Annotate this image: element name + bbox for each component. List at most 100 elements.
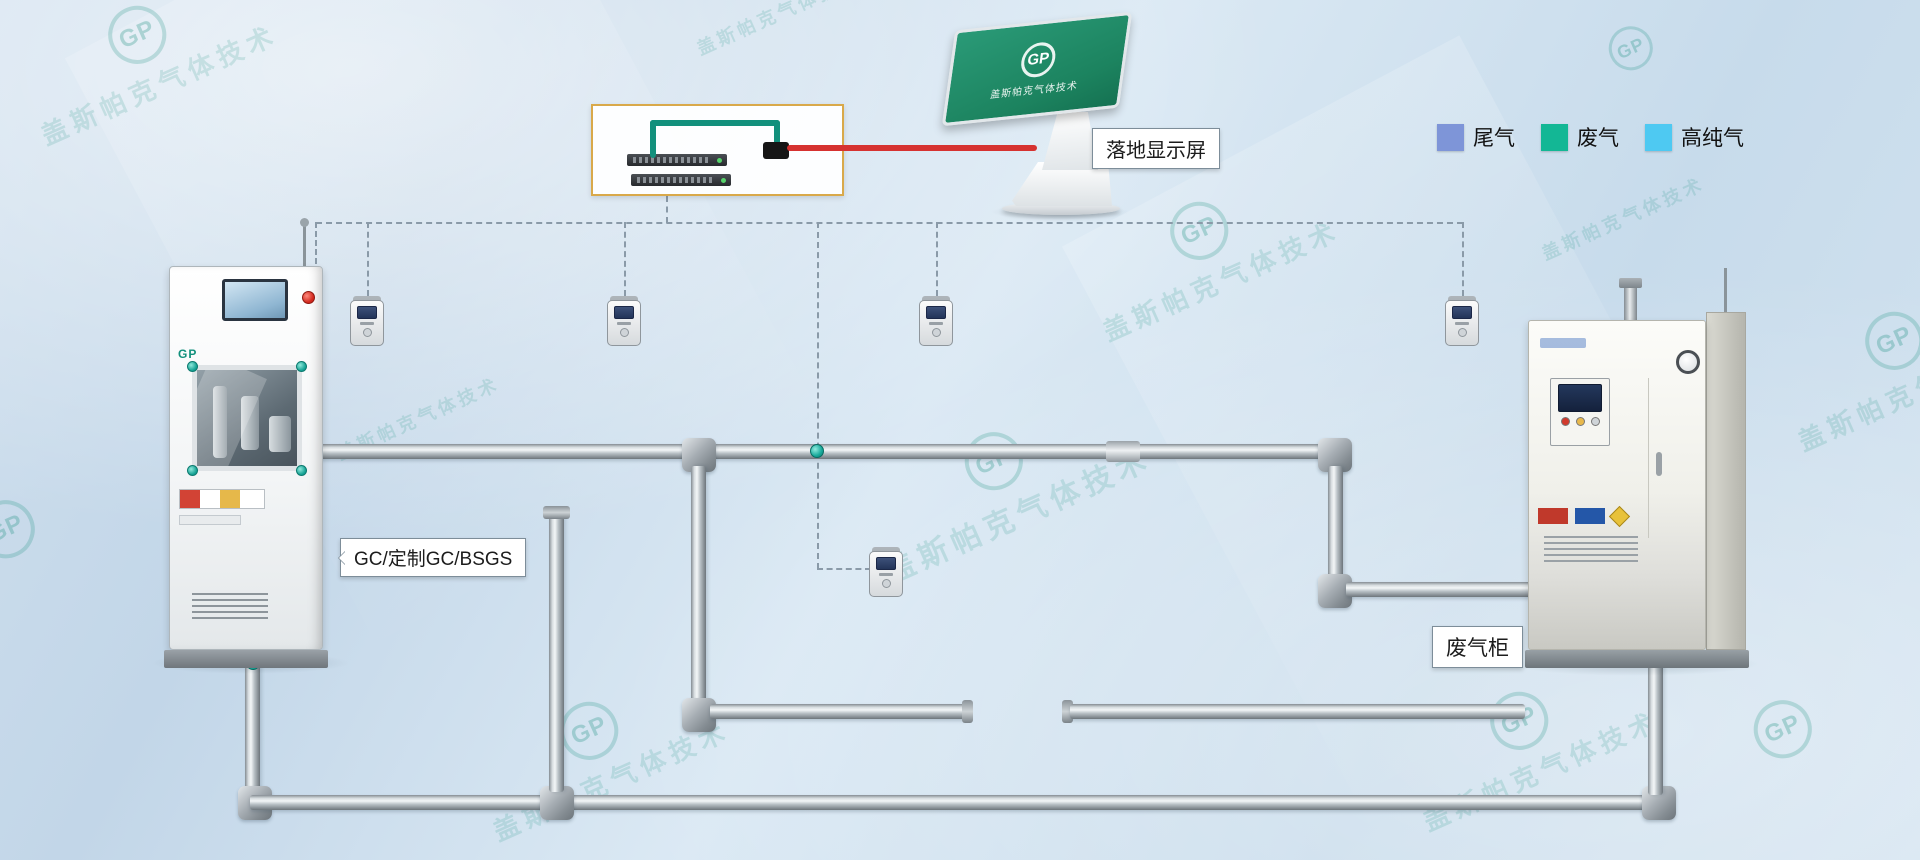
red-button (1560, 417, 1570, 426)
gc-vent-grille (192, 593, 268, 619)
kiosk-brand-text: 盖斯帕克气体技术 (989, 80, 1079, 101)
waste-cabinet-top-pipe (1624, 286, 1637, 322)
grey-button (1590, 417, 1600, 426)
detector-screen (926, 306, 946, 319)
gas-detector-2 (607, 294, 641, 348)
pressure-gauge (1676, 350, 1700, 374)
waste-cabinet-base (1525, 650, 1749, 668)
detector-body (869, 551, 903, 597)
warning-sign-yellow (1608, 505, 1631, 527)
brand-watermark-text: 盖斯帕克气体技术 (36, 19, 283, 151)
detector-screen (876, 557, 896, 570)
brand-watermark: 盖斯帕克气体技术 (1537, 170, 1708, 265)
gas-detector-1 (350, 294, 384, 348)
brand-watermark: GP (0, 490, 47, 573)
detector-sensor (881, 579, 891, 588)
waste-cabinet-top-fitting (1619, 278, 1642, 288)
gc-cabinet-base (164, 650, 328, 668)
pipe-mid-left-horizontal (710, 704, 968, 719)
waste-cabinet-buttons (1551, 417, 1609, 426)
legend-item-waste-gas: 废气 (1541, 122, 1619, 152)
detector-sensor (1457, 328, 1467, 337)
pipe-riser-mid (691, 466, 706, 706)
detector-body (919, 300, 953, 346)
gp-logo-watermark-icon: GP (1744, 690, 1822, 768)
pipe-end-cap (962, 700, 973, 723)
waste-cabinet-brand-badge (1540, 338, 1586, 348)
gp-logo-watermark-icon: GP (1480, 682, 1558, 760)
gc-cabinet-body: GP (169, 266, 323, 650)
pipe-coupling (1106, 441, 1140, 462)
pipe-stub-riser (549, 516, 564, 792)
gc-warning-labels (179, 489, 265, 509)
brand-watermark-text: 盖斯帕克气体技术 (1418, 705, 1665, 837)
kiosk-neck (1042, 112, 1098, 170)
pipe-riser-right (1328, 466, 1343, 582)
teal-cable (650, 120, 780, 126)
gas-detector-5 (869, 545, 903, 599)
waste-cabinet-control-panel (1550, 378, 1610, 446)
waste-cabinet-vent-grille (1544, 536, 1638, 564)
door-handle (1656, 452, 1662, 476)
detector-sensor (619, 328, 629, 337)
gc-brand-badge: GP (178, 347, 198, 361)
gas-detector-3 (919, 294, 953, 348)
detector-vent (1455, 322, 1469, 325)
detector-vent (929, 322, 943, 325)
gc-viewing-window (192, 365, 302, 471)
legend-label-pure-gas: 高纯气 (1681, 127, 1744, 150)
gc-internal-module (269, 416, 291, 452)
gc-emergency-button (302, 291, 315, 304)
gc-control-screen (222, 279, 288, 321)
detector-sensor (931, 328, 941, 337)
network-drop-detector-2 (624, 222, 626, 296)
red-cable-to-kiosk (787, 145, 1037, 151)
detector-body (350, 300, 384, 346)
window-corner-indicator (187, 361, 198, 372)
gp-logo-watermark-icon: GP (1601, 19, 1660, 78)
brand-watermark-text: 盖斯帕克气体技术 (1538, 173, 1708, 264)
label-waste-cabinet: 废气柜 (1432, 626, 1523, 668)
gas-detector-4 (1445, 294, 1479, 348)
detector-sensor (362, 328, 372, 337)
brand-watermark: GP (1601, 19, 1663, 83)
network-drop-detector-1 (367, 222, 369, 296)
pipe-bottom-horizontal (250, 795, 1654, 810)
legend-swatch-waste-gas (1541, 123, 1568, 151)
window-corner-indicator (296, 361, 307, 372)
brand-watermark: GP (1744, 690, 1823, 773)
warning-label-red (1538, 508, 1568, 524)
gp-logo-watermark-icon: GP (0, 490, 45, 568)
network-drop-detector-5 (817, 222, 819, 569)
detector-screen (614, 306, 634, 319)
window-corner-indicator (187, 465, 198, 476)
detector-body (1445, 300, 1479, 346)
legend: 尾气 废气 高纯气 (1437, 122, 1744, 152)
warning-label-blue (1575, 508, 1605, 524)
label-display-screen: 落地显示屏 (1092, 128, 1220, 169)
legend-swatch-tail-gas (1437, 123, 1464, 151)
gc-cabinet: GP (164, 218, 328, 668)
legend-item-tail-gas: 尾气 (1437, 122, 1515, 152)
brand-watermark-text: 盖斯帕克气体技术 (1098, 215, 1345, 347)
legend-swatch-pure-gas (1645, 123, 1672, 151)
waste-cabinet-front-panel (1528, 320, 1706, 650)
network-drop-detector-4 (1462, 222, 1464, 296)
brand-watermark: GP 盖斯帕克气体技术 (1766, 262, 1920, 458)
pipe-mid-right-horizontal (1070, 704, 1525, 719)
legend-item-pure-gas: 高纯气 (1645, 122, 1744, 152)
gc-antenna (300, 218, 309, 268)
pipe-end-cap (1062, 700, 1073, 723)
pipe-waste-downcomer (1648, 664, 1663, 795)
network-drop-gc-cabinet (315, 222, 317, 264)
brand-watermark-text: 盖斯帕克气体技术 (693, 0, 863, 59)
detector-body (607, 300, 641, 346)
network-uplink-control-box (666, 196, 668, 223)
pipe-stub-cap (543, 506, 570, 519)
waste-gas-cabinet (1525, 268, 1749, 668)
brand-watermark: GP 盖斯帕克气体技术 (9, 0, 284, 153)
pipe-gc-downcomer (245, 664, 260, 795)
gc-internal-column (241, 396, 259, 450)
detector-vent (617, 322, 631, 325)
